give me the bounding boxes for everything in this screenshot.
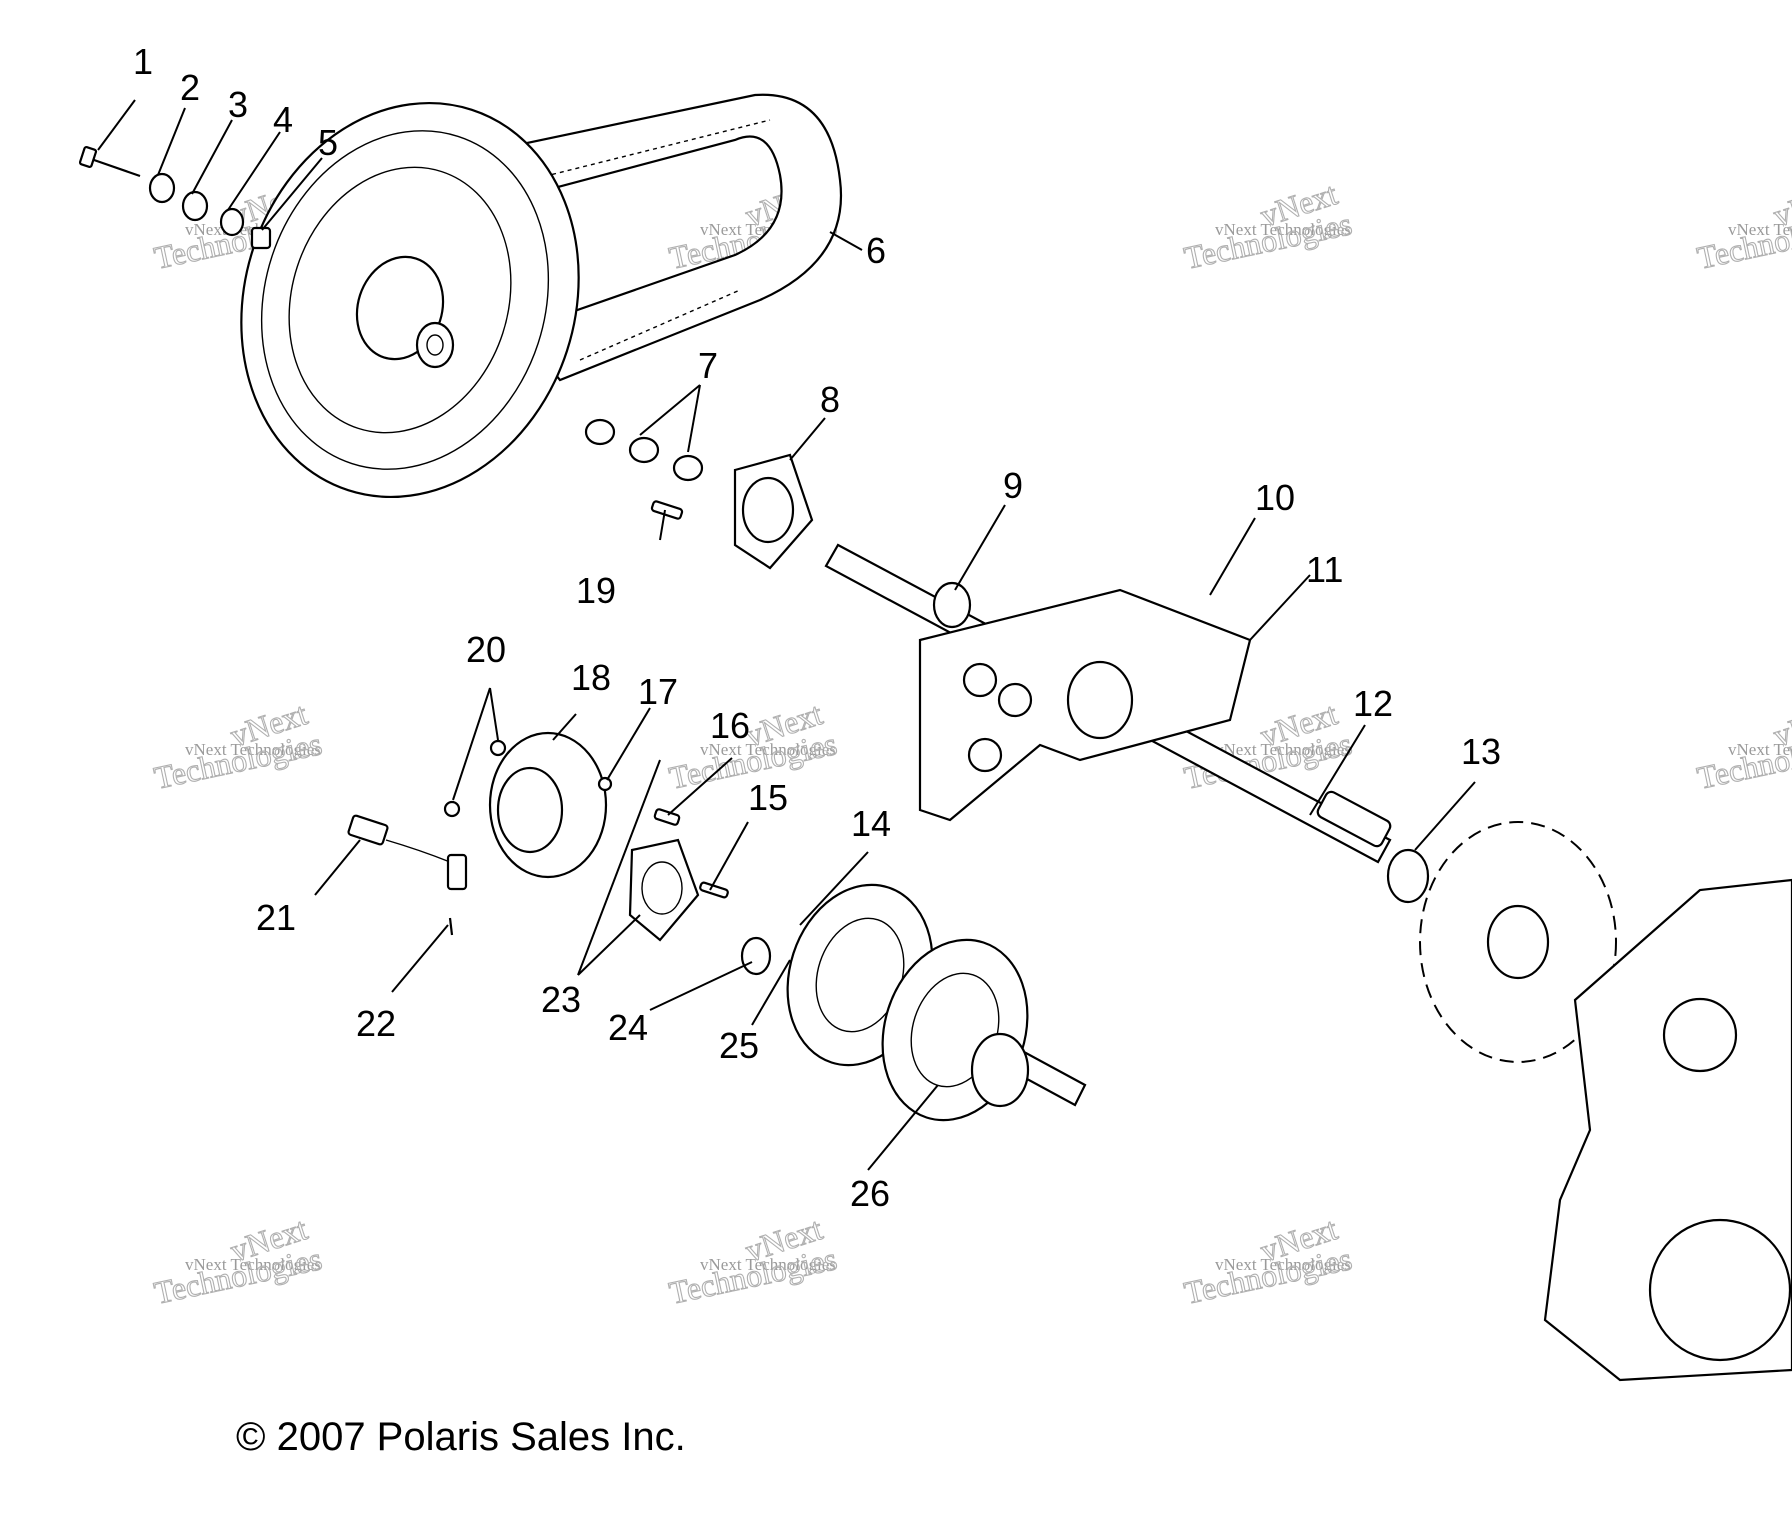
clutch-bolt-and-washers [78, 146, 272, 250]
sensor-gear [740, 936, 772, 976]
watermark-middle: vNext Technologies [700, 1255, 836, 1274]
callout-6: 6 [866, 230, 886, 271]
gasket-plate [628, 838, 700, 942]
sensor-screw [448, 917, 454, 936]
callout-1: 1 [133, 41, 153, 82]
callout-labels: 1 2 3 4 5 6 7 8 9 10 11 12 13 14 15 16 1… [133, 41, 1501, 1214]
chaincase-bracket [918, 588, 1252, 822]
callout-20: 20 [466, 629, 506, 670]
housing-nuts [443, 739, 613, 818]
watermark-middle: vNext Technologies [185, 1255, 321, 1274]
callout-17: 17 [638, 671, 678, 712]
callout-3: 3 [228, 84, 248, 125]
housing-pin [653, 808, 681, 826]
snap-ring [1386, 848, 1430, 904]
callout-4: 4 [273, 99, 293, 140]
callout-2: 2 [180, 67, 200, 108]
callout-11: 11 [1306, 549, 1343, 590]
callout-13: 13 [1461, 731, 1501, 772]
callout-25: 25 [719, 1025, 759, 1066]
watermark-middle: vNext Technologies [700, 740, 836, 759]
callout-12: 12 [1353, 683, 1393, 724]
callout-5: 5 [318, 122, 338, 163]
callout-26: 26 [850, 1173, 890, 1214]
driven-clutch [240, 101, 580, 499]
watermark: vNext vNext Technologies Technologies [1180, 175, 1355, 277]
watermark-middle: vNext Technologies [1215, 220, 1351, 239]
watermark: vNext vNext Technologies Technologies [1693, 695, 1792, 797]
callout-9: 9 [1003, 465, 1023, 506]
speed-sensor [347, 814, 468, 891]
track-driveshaft [786, 883, 1087, 1122]
callout-21: 21 [256, 897, 296, 938]
callout-7: 7 [698, 345, 718, 386]
bearing-flange [733, 453, 814, 570]
watermark-middle: vNext Technologies [1215, 1255, 1351, 1274]
watermark: vNext vNext Technologies Technologies [665, 1210, 840, 1312]
callout-8: 8 [820, 379, 840, 420]
watermark-middle: vNext Technologies [1728, 220, 1792, 239]
watermark: vNext vNext Technologies Technologies [1180, 1210, 1355, 1312]
callout-16: 16 [710, 705, 750, 746]
callout-14: 14 [851, 803, 891, 844]
watermark: vNext vNext Technologies Technologies [150, 1210, 325, 1312]
watermark-middle: vNext Technologies [1215, 740, 1351, 759]
flange-bolt [650, 500, 684, 520]
callout-23: 23 [541, 979, 581, 1020]
chaincase-housing [1543, 878, 1792, 1382]
gasket-bolt [699, 881, 729, 899]
watermark: vNext vNext Technologies Technologies [1693, 175, 1792, 277]
callout-15: 15 [748, 777, 788, 818]
driven-sprocket-outline [1419, 821, 1617, 1063]
leader-lines [97, 99, 1476, 1171]
bearing-housing [488, 731, 608, 879]
callout-10: 10 [1255, 477, 1295, 518]
watermark: vNext vNext Technologies Technologies [150, 695, 325, 797]
callout-19: 19 [576, 570, 616, 611]
shaft-washers [584, 418, 704, 482]
callout-18: 18 [571, 657, 611, 698]
callout-24: 24 [608, 1007, 648, 1048]
copyright-notice: © 2007 Polaris Sales Inc. [236, 1415, 686, 1459]
watermark-middle: vNext Technologies [185, 740, 321, 759]
callout-22: 22 [356, 1003, 396, 1044]
watermark-middle: vNext Technologies [1728, 740, 1792, 759]
